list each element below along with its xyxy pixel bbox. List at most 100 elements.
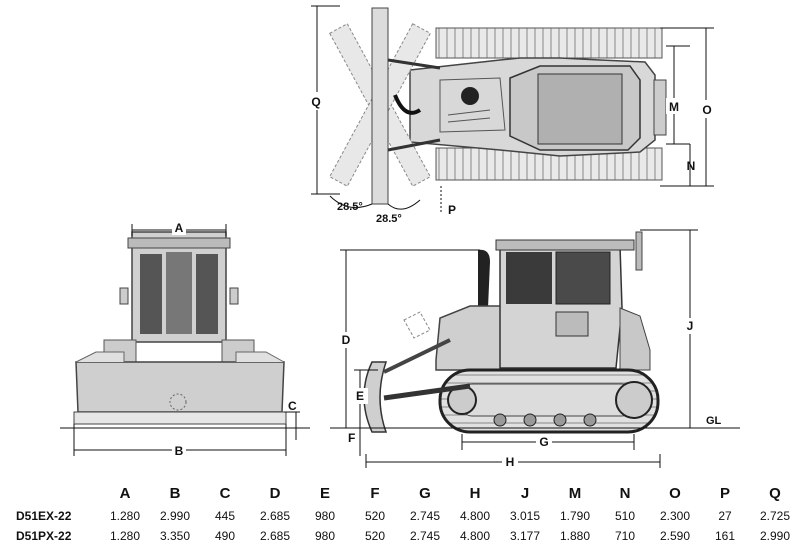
hood-detail <box>439 77 506 133</box>
blade-wing-right <box>235 351 285 363</box>
track-frame <box>461 383 633 417</box>
model-name: D51EX-22 <box>16 509 72 523</box>
table-cell: 2.300 <box>659 509 691 523</box>
table-cell: 1.880 <box>559 529 591 543</box>
ground-line-label: GL <box>706 415 722 427</box>
side-view-cab-window-door <box>555 251 611 305</box>
push-arm <box>387 58 441 152</box>
dim-label-j: J <box>687 319 694 333</box>
rear-ripper <box>653 79 667 136</box>
dim-label-o: O <box>702 103 711 117</box>
table-cell: 3.177 <box>509 529 541 543</box>
side-view-ripper <box>635 231 643 271</box>
side-view-rear <box>619 307 651 371</box>
side-view: D E F G H J GL <box>330 229 740 470</box>
exhaust-stack <box>478 249 490 308</box>
sprocket-icon <box>615 381 653 419</box>
column-header: N <box>619 484 631 502</box>
top-view-cab-window <box>537 73 623 145</box>
blade-wing-left <box>75 351 125 363</box>
front-view-cab-window-mid <box>166 252 192 334</box>
front-view-roof <box>127 237 231 249</box>
side-view-blade <box>363 361 388 433</box>
table-cell: 2.685 <box>259 509 291 523</box>
dim-label-e: E <box>356 389 364 403</box>
dim-label-g: G <box>539 435 548 449</box>
angle-arc-left <box>329 195 373 209</box>
column-header: P <box>719 484 730 502</box>
top-view: Q 28.5° 28.5° P O M N <box>306 5 716 225</box>
bulldozer-dimension-drawing: Q 28.5° 28.5° P O M N <box>60 5 740 470</box>
blade-hydraulics <box>393 94 422 115</box>
mirror-left <box>119 287 129 305</box>
dim-label-h: H <box>506 455 515 469</box>
table-cell: 520 <box>364 529 386 543</box>
table-row: D51EX-22 1.280 2.990 445 2.685 980 520 2… <box>0 506 800 526</box>
side-view-cab-window-front <box>506 252 552 304</box>
exhaust-stack-icon <box>461 87 479 105</box>
dim-label-q: Q <box>311 95 320 109</box>
roller <box>553 413 567 427</box>
dim-label-d: D <box>342 333 351 347</box>
dimensions-table: A B C D E F G H J M N O P Q D51EX-22 1.2… <box>0 480 800 546</box>
table-row: D51PX-22 1.280 3.350 490 2.685 980 520 2… <box>0 526 800 546</box>
table-cell: 445 <box>214 509 236 523</box>
column-header: E <box>319 484 330 502</box>
table-cell: 2.590 <box>659 529 691 543</box>
table-header-row: A B C D E F G H J M N O P Q <box>0 480 800 506</box>
hood-grill <box>447 109 491 123</box>
table-cell: 3.350 <box>159 529 191 543</box>
column-header: O <box>669 484 681 502</box>
table-cell: 490 <box>214 529 236 543</box>
column-header: B <box>169 484 181 502</box>
dim-label-p: P <box>448 203 456 217</box>
dim-label-c: C <box>288 399 297 413</box>
dimensions-table-container: A B C D E F G H J M N O P Q D51EX-22 1.2… <box>0 480 800 552</box>
table-cell: 1.790 <box>559 509 591 523</box>
table-cell: 2.990 <box>759 529 791 543</box>
table-header-model <box>0 480 100 506</box>
table-cell: 161 <box>714 529 736 543</box>
column-header: C <box>219 484 231 502</box>
table-cell: 710 <box>614 529 636 543</box>
blade-straight <box>371 7 389 205</box>
dim-label-b: B <box>175 444 184 458</box>
blade-mark <box>169 393 187 411</box>
table-cell: 2.990 <box>159 509 191 523</box>
dim-label-n: N <box>687 159 696 173</box>
table-cell: 4.800 <box>459 529 491 543</box>
blade-raised-outline <box>403 311 431 339</box>
table-cell: 520 <box>364 509 386 523</box>
table-cell: 980 <box>314 529 336 543</box>
column-header: D <box>269 484 281 502</box>
table-cell: 1.280 <box>109 509 141 523</box>
mirror-right <box>229 287 239 305</box>
column-header: F <box>370 484 380 502</box>
blade-push-arm <box>383 383 471 401</box>
front-view-blade <box>75 361 285 413</box>
side-view-cab-roof <box>495 239 635 251</box>
dim-label-f: F <box>348 431 355 445</box>
top-view-left-track <box>435 27 663 59</box>
table-cell: 2.745 <box>409 529 441 543</box>
model-name: D51PX-22 <box>16 529 72 543</box>
angle-label-right: 28.5° <box>376 213 402 225</box>
roller <box>583 413 597 427</box>
front-view-cab-window-right <box>196 254 218 334</box>
table-cell: 2.685 <box>259 529 291 543</box>
column-header: H <box>469 484 481 502</box>
front-view: A B C <box>60 221 310 458</box>
blade-cutting-edge <box>73 411 287 425</box>
table-cell: 27 <box>718 509 732 523</box>
table-cell: 510 <box>614 509 636 523</box>
column-header: Q <box>769 484 781 502</box>
table-cell: 980 <box>314 509 336 523</box>
dim-label-a: A <box>175 221 184 235</box>
table-cell: 3.015 <box>509 509 541 523</box>
column-header: A <box>119 484 131 502</box>
table-cell: 4.800 <box>459 509 491 523</box>
side-view-cab-panel <box>555 311 589 337</box>
angle-label-left: 28.5° <box>337 201 363 213</box>
table-cell: 1.280 <box>109 529 141 543</box>
table-cell: 2.745 <box>409 509 441 523</box>
